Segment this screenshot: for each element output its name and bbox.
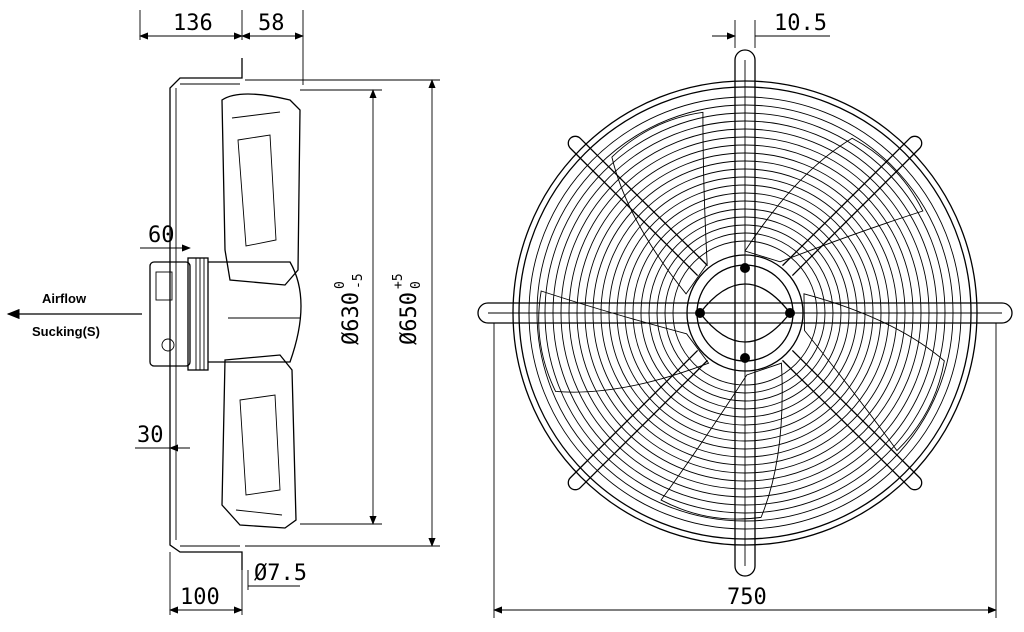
motor-rotor: [187, 257, 209, 371]
svg-text:Ø630: Ø630: [339, 292, 364, 345]
fan-blades: [538, 111, 945, 520]
vertical-mount-bar: [734, 49, 756, 577]
dim-630: Ø630 0 -5: [333, 273, 366, 345]
dim-60: 60: [148, 223, 175, 248]
fan-blade: [744, 137, 924, 263]
mount-bolt-bottom: [740, 353, 750, 363]
svg-text:+5: +5: [391, 273, 406, 289]
terminal-box: [149, 261, 191, 367]
fan-blade: [803, 293, 945, 452]
guard-spoke: [567, 135, 708, 276]
side-view: 136 58 60 Airflow Sucking(S) 30 Ø7.5 100…: [6, 10, 440, 615]
svg-text:0: 0: [409, 281, 424, 289]
airflow-label: Airflow: [42, 291, 87, 306]
dim-750: 750: [727, 585, 767, 610]
dim-7-5: Ø7.5: [254, 561, 307, 586]
guard-spoke: [782, 135, 923, 276]
mount-bolt-left: [695, 308, 705, 318]
dim-58: 58: [258, 11, 285, 36]
guard-spoke: [567, 350, 708, 491]
dim-30: 30: [137, 423, 164, 448]
svg-text:Ø650: Ø650: [397, 292, 422, 345]
hub-outer: [686, 254, 804, 372]
svg-text:0: 0: [333, 281, 348, 289]
guard-spokes: [567, 135, 923, 491]
dim-10-5: 10.5: [774, 11, 827, 36]
svg-text:-5: -5: [351, 273, 366, 289]
fan-blade: [538, 290, 710, 393]
fan-blade: [611, 111, 708, 295]
sucking-label: Sucking(S): [32, 324, 100, 339]
fan-blade: [660, 362, 783, 520]
mount-bolt-right: [785, 308, 795, 318]
dim-650: Ø650 +5 0: [391, 273, 424, 345]
upper-blade: [221, 93, 301, 286]
front-view: 10.5 750: [477, 11, 1013, 618]
dim-136: 136: [173, 11, 213, 36]
mount-bolt-top: [740, 263, 750, 273]
housing-profile: [169, 58, 243, 570]
guard-spoke: [782, 350, 923, 491]
lower-blade: [221, 354, 297, 529]
motor-body: [208, 261, 302, 363]
dim-100: 100: [180, 585, 220, 610]
